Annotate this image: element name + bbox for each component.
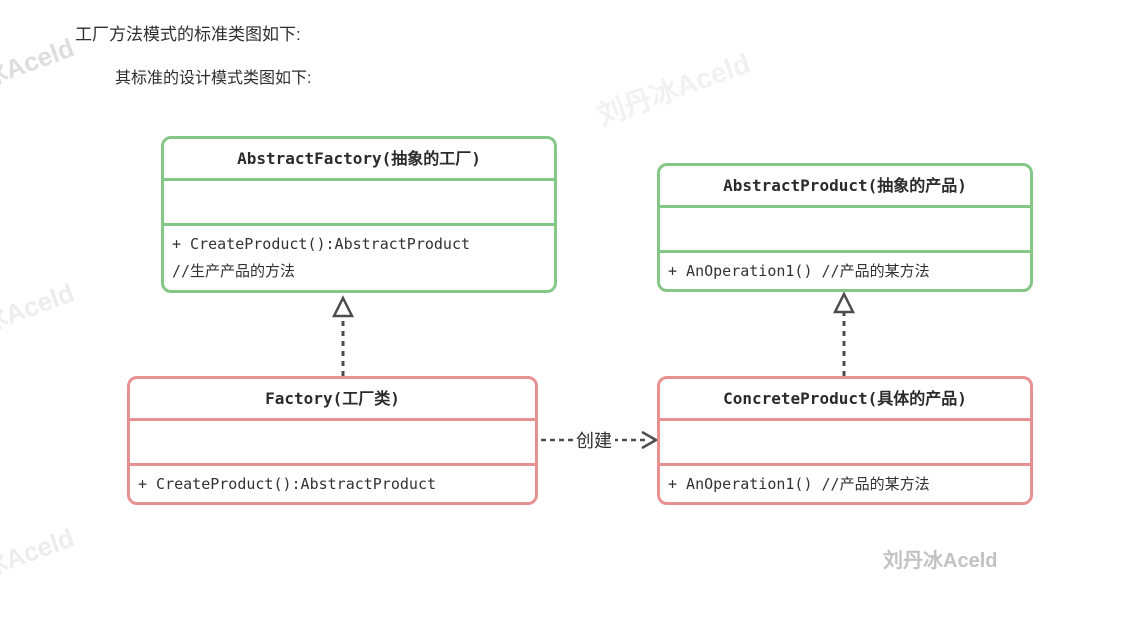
class-title-abstract-factory: AbstractFactory(抽象的工厂) [164,139,554,181]
watermark-top-left: 刘丹冰Aceld [0,32,78,112]
class-title-abstract-product: AbstractProduct(抽象的产品) [660,166,1030,208]
class-methods-abstract-factory: + CreateProduct():AbstractProduct //生产产品… [164,226,554,290]
class-attributes-abstract-factory [164,181,554,226]
class-attributes-concrete-product [660,421,1030,466]
class-box-abstract-product: AbstractProduct(抽象的产品) + AnOperation1() … [657,163,1033,292]
watermark-bottom-left: 刘丹冰Aceld [0,522,78,602]
class-title-concrete-product: ConcreteProduct(具体的产品) [660,379,1030,421]
class-box-abstract-factory: AbstractFactory(抽象的工厂) + CreateProduct()… [161,136,557,293]
method-create-product: + CreateProduct():AbstractProduct [138,474,437,493]
class-methods-factory: + CreateProduct():AbstractProduct [130,466,535,502]
class-title-factory: Factory(工厂类) [130,379,535,421]
class-attributes-abstract-product [660,208,1030,253]
method-an-operation: + AnOperation1() //产品的某方法 [668,261,930,280]
watermark-top-middle: 刘丹冰Aceld [593,47,755,132]
class-box-factory: Factory(工厂类) + CreateProduct():AbstractP… [127,376,538,505]
method-an-operation: + AnOperation1() //产品的某方法 [668,474,930,493]
class-methods-abstract-product: + AnOperation1() //产品的某方法 [660,253,1030,289]
class-box-concrete-product: ConcreteProduct(具体的产品) + AnOperation1() … [657,376,1033,505]
generalization-triangle-factory-icon [331,295,355,318]
author-signature: 刘丹冰Aceld [883,550,998,572]
watermark-middle-left: 刘丹冰Aceld [0,277,78,357]
method-comment: //生产产品的方法 [172,262,296,280]
class-methods-concrete-product: + AnOperation1() //产品的某方法 [660,466,1030,502]
generalization-triangle-product-icon [832,291,856,314]
class-attributes-factory [130,421,535,466]
dependency-arrowhead-icon [641,430,659,450]
create-arrow-label: 创建 [573,427,615,453]
page-subtitle: 其标准的设计模式类图如下: [115,70,312,87]
method-create-product: + CreateProduct():AbstractProduct [172,235,471,253]
page-title: 工厂方法模式的标准类图如下: [75,25,301,44]
